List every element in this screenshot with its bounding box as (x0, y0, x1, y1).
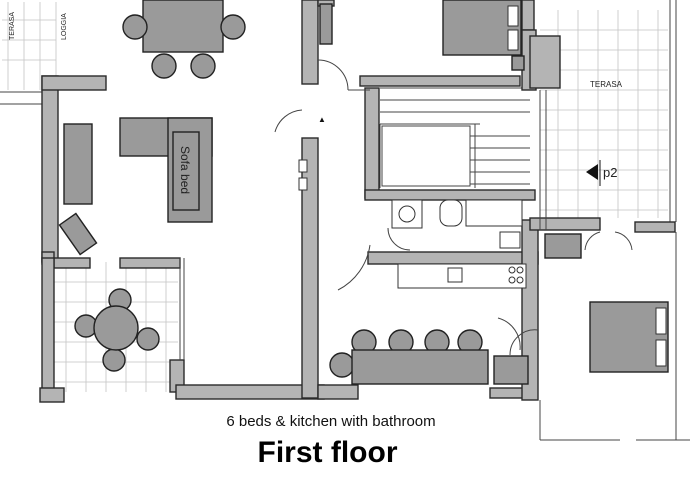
terrace-right-tiles (540, 0, 677, 222)
terrace-left-label: TERASA (9, 12, 16, 40)
sofa-bed: Sofa bed (119, 117, 213, 223)
cabinet (63, 123, 93, 205)
walls (39, 0, 676, 403)
doors (179, 59, 633, 360)
loggia-label: LOGGIA (61, 13, 68, 40)
switch (298, 159, 308, 173)
bed-top (319, 0, 525, 71)
outer-lines (539, 90, 690, 441)
bed-right (544, 233, 669, 373)
round-dining-table (74, 288, 160, 372)
section-marker-label: p2 (603, 165, 617, 180)
dining-set-bottom (329, 329, 529, 385)
plan-title: First floor (257, 436, 398, 469)
plan-caption: 6 beds & kitchen with bathroom (226, 413, 436, 430)
stair-treads (379, 87, 530, 188)
loggia-tiles (0, 2, 57, 105)
bathroom-fixtures (391, 199, 523, 249)
switch (298, 177, 308, 191)
terrace-right-label: TERASA (590, 80, 623, 89)
sofa-label: Sofa bed (178, 146, 192, 194)
dining-set-top (122, 0, 246, 79)
armchair (58, 212, 98, 256)
kitchen-counter (397, 263, 527, 289)
section-marker: p2 (586, 160, 617, 186)
arrow-marker: ▲ (318, 115, 326, 124)
